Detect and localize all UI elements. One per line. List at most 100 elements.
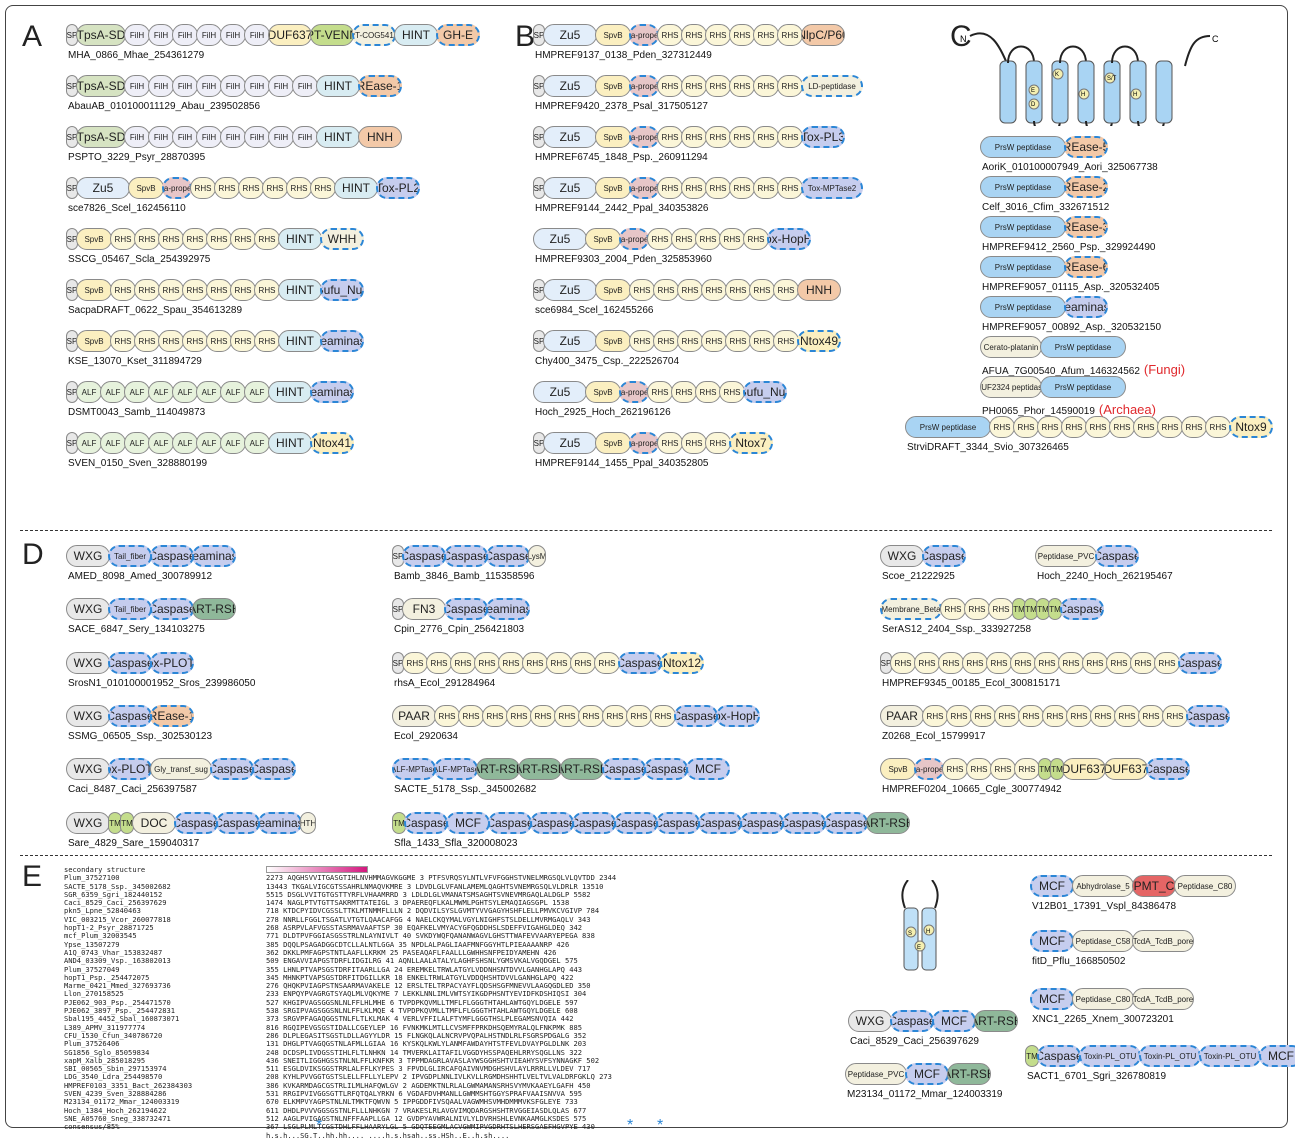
domain-zu5: Zu5 — [543, 24, 597, 46]
alignment-name: Hoch_1384_Hoch_262194622 — [64, 1105, 167, 1115]
domain-caspase: Caspase — [174, 812, 218, 834]
domain-caspase: Caspase — [602, 758, 646, 780]
domain-rhs: RHS — [890, 652, 916, 674]
protein-label: V12B01_17391_Vspl_84386478 — [1032, 901, 1177, 912]
domain-rhs: RHS — [681, 432, 707, 454]
domain-rhs: RHS — [1162, 705, 1188, 727]
domain-gly-transf-sug: Gly_transf_sug — [150, 758, 212, 780]
domain-rhs: RHS — [970, 705, 996, 727]
domain-rhs: RHS — [677, 279, 703, 301]
domain-caspase: Caspase — [1060, 598, 1104, 620]
domain-rhs: RHS — [994, 705, 1020, 727]
domain-rhs: RHS — [230, 330, 256, 352]
domain-beta-propeller: Beta-propeller — [162, 177, 192, 199]
domain-rhs: RHS — [206, 330, 232, 352]
protein-label: Sare_4829_Sare_159040317 — [68, 838, 200, 849]
domain-wxg: WXG — [66, 812, 110, 834]
domain-rhs: RHS — [966, 758, 992, 780]
domain-alf: ALF — [196, 432, 222, 454]
protein-label: Z0268_Ecol_15799917 — [882, 731, 986, 742]
domain-alf: ALF — [76, 432, 102, 454]
protein-label: XNC1_2265_Xnem_300723201 — [1032, 1014, 1174, 1025]
domain-rhs: RHS — [158, 330, 184, 352]
domain-rhs: RHS — [426, 652, 452, 674]
domain-rhs: RHS — [110, 279, 136, 301]
domain-rhs: RHS — [206, 279, 232, 301]
domain-deaminase: Deaminase — [192, 545, 236, 567]
domain-peptidase-pvc: Peptidase_PVC — [845, 1063, 907, 1085]
alignment-name: Llon_270158525 — [64, 989, 124, 999]
domain-hint: HINT — [278, 228, 322, 250]
domain-rhs: RHS — [749, 330, 775, 352]
protein-label: sce7826_Scel_162456110 — [68, 203, 186, 214]
transmembrane-helix — [1155, 60, 1173, 124]
domain-tpsa-sd: TpsA-SD — [76, 75, 126, 97]
domain-beta-propeller: Beta-propeller — [914, 758, 944, 780]
domain-rhs: RHS — [182, 279, 208, 301]
protein-label: SrosN1_010100001952_Sros_239986050 — [68, 678, 256, 689]
domain-caspase: Caspase — [404, 812, 448, 834]
domain-rhs: RHS — [182, 228, 208, 250]
alignment-sequence: 233 ENPQYPVAGRGTSYAQLMLVQKYME 7 LEKKLNNL… — [266, 989, 587, 999]
domain-ntox12: Ntox12 — [660, 652, 704, 674]
panel-label-e: E — [22, 860, 43, 893]
domain-spvb: SpvB — [76, 228, 112, 250]
alignment-name: mcf_Plum_32003545 — [64, 931, 137, 941]
domain-filh: FilH — [220, 75, 246, 97]
domain-rhs: RHS — [110, 330, 136, 352]
protein-label: sce6984_Scel_162455266 — [535, 305, 654, 316]
domain-spvb: SpvB — [595, 330, 631, 352]
domain-mcf: MCF — [905, 1063, 949, 1085]
domain-ntox49: Ntox49 — [797, 330, 841, 352]
domain-rease-5: REase-5 — [1064, 136, 1108, 158]
protein-label: PH0065_Phor_14590019(Archaea) — [982, 402, 1156, 417]
figure-frame — [5, 5, 1288, 1128]
protein-label: Celf_3016_Cfim_332671512 — [982, 202, 1110, 213]
domain-spvb: SpvB — [595, 177, 631, 199]
domain-alf: ALF — [76, 381, 102, 403]
domain-caspase: Caspase — [698, 812, 742, 834]
domain-deaminase: Deaminase — [310, 381, 354, 403]
domain-tpsa-sd: TpsA-SD — [76, 126, 126, 148]
domain-toxin-pl-otu: Toxin-PL_OTU — [1139, 1045, 1201, 1067]
domain-rhs: RHS — [681, 24, 707, 46]
alignment-sequence: 362 DKKLPMFAGPSTNTLAAFLLKRKM 25 PASEAQAF… — [266, 947, 557, 957]
alignment-name: M23134_01172_Mmar_124003319 — [64, 1097, 180, 1107]
protein-label: HMPREF9303_2004_Pden_325853960 — [535, 254, 712, 265]
domain-wxg: WXG — [66, 758, 110, 780]
domain-duf637: DUF637 — [1062, 758, 1106, 780]
alignment-sequence: 248 DCDSPLIVDGSSTIHLFLTLNHKN 14 TMVERKLA… — [266, 1047, 583, 1057]
domain-rhs: RHS — [570, 652, 596, 674]
domain-rhs: RHS — [964, 598, 990, 620]
domain-rhs: RHS — [286, 177, 312, 199]
domain-hint: HINT — [268, 432, 312, 454]
alignment-sequence: 436 SNEITLIGGHGSSTNLNLFFLKNFKR 3 TPPMDAG… — [266, 1055, 600, 1065]
domain-rhs: RHS — [650, 705, 676, 727]
domain-rhs: RHS — [705, 177, 731, 199]
domain-mcf: MCF — [1030, 988, 1074, 1010]
domain-hnh: HNH — [797, 279, 841, 301]
domain-rhs: RHS — [1013, 416, 1039, 438]
domain-rhs: RHS — [1133, 416, 1159, 438]
domain-rhs: RHS — [647, 228, 673, 250]
domain-rhs: RHS — [458, 705, 484, 727]
alignment-header: secondary structure — [64, 865, 146, 874]
domain-filh: FilH — [292, 126, 318, 148]
domain-deaminase: Deaminase — [258, 812, 302, 834]
domain-rhs: RHS — [1061, 416, 1087, 438]
domain-rhs: RHS — [254, 330, 280, 352]
domain-tox-hoph1: Tox-HopH1 — [767, 228, 811, 250]
domain-alf-mptase: ALF-MPTase — [392, 758, 436, 780]
domain-rhs: RHS — [1042, 705, 1068, 727]
domain-tail-fiber: Tail_fiber — [108, 545, 152, 567]
domain-cerato-platanin: Cerato-platanin — [980, 336, 1042, 358]
domain-rhs: RHS — [946, 705, 972, 727]
domain-filh: FilH — [196, 24, 222, 46]
domain-filh: FilH — [268, 75, 294, 97]
domain-hint: HINT — [316, 126, 360, 148]
domain-rhs: RHS — [777, 177, 803, 199]
protein-label: AFUA_7G00540_Afum_146324562(Fungi) — [982, 362, 1186, 377]
domain-caspase: Caspase — [530, 812, 574, 834]
alignment-name: CFU_1530_Cfun_340786720 — [64, 1030, 163, 1040]
domain-rhs: RHS — [753, 75, 779, 97]
